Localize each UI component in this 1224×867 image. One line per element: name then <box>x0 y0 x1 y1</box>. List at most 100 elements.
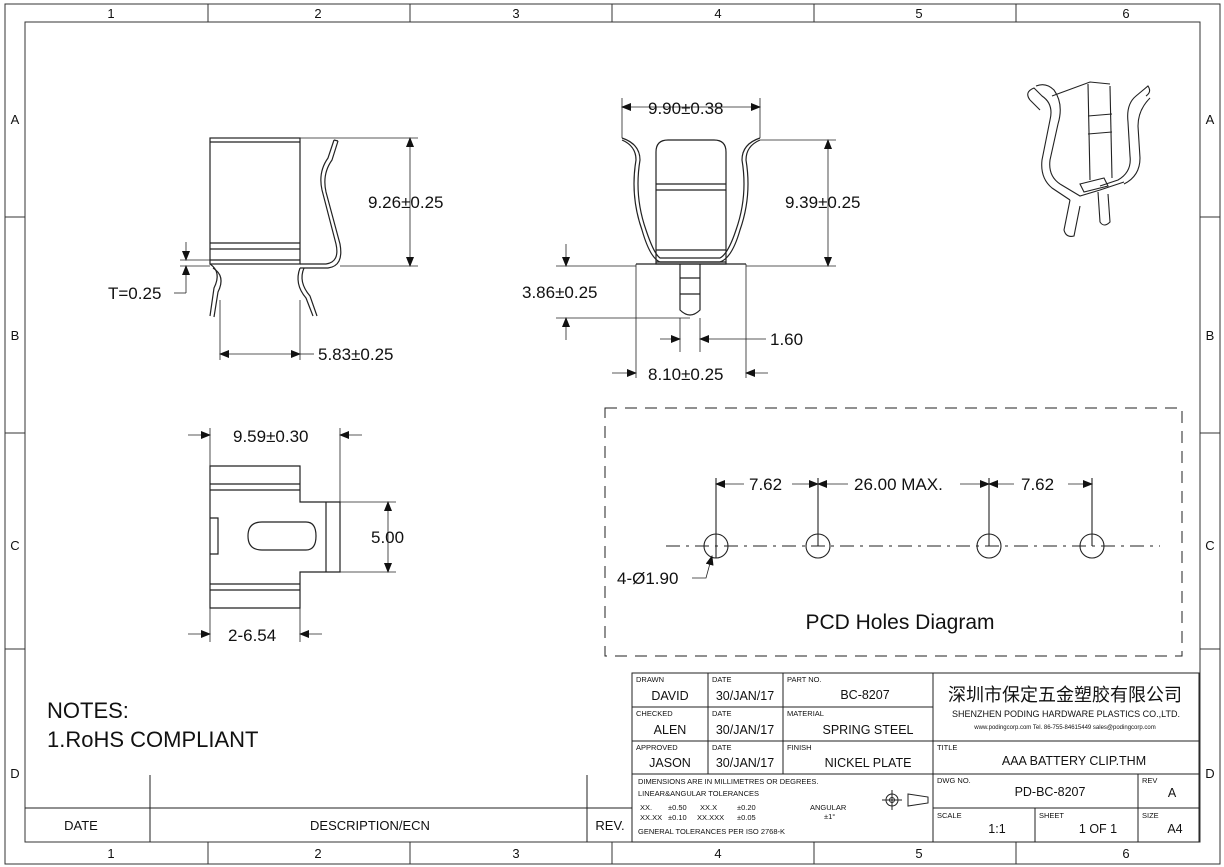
isometric-view <box>1027 81 1151 237</box>
revision-block <box>25 775 632 842</box>
projection-symbol-icon <box>882 790 929 810</box>
zone-row-a-left: A <box>11 112 20 127</box>
approved-value: JASON <box>649 756 691 770</box>
revision-date-header: DATE <box>64 818 98 833</box>
revision-rev-header: REV. <box>595 818 624 833</box>
zone-col-4-bottom: 4 <box>714 846 721 861</box>
zone-col-5-top: 5 <box>915 6 922 21</box>
size-label: SIZE <box>1142 811 1159 820</box>
approved-date-value: 30/JAN/17 <box>716 756 774 770</box>
drawn-value: DAVID <box>651 689 688 703</box>
company-name-en: SHENZHEN PODING HARDWARE PLASTICS CO.,LT… <box>952 709 1180 719</box>
dwg-no-value: PD-BC-8207 <box>1015 785 1086 799</box>
zone-col-1-bottom: 1 <box>107 846 114 861</box>
rev-value: A <box>1168 786 1177 800</box>
side-width-dim: 5.83±0.25 <box>318 345 394 364</box>
pcd-frame <box>604 407 1183 657</box>
dwg-no-label: DWG NO. <box>937 776 971 785</box>
zone-col-6-top: 6 <box>1122 6 1129 21</box>
bottom-width-dim: 9.59±0.30 <box>233 427 309 446</box>
checked-date-value: 30/JAN/17 <box>716 723 774 737</box>
angular-label: ANGULAR <box>810 803 847 812</box>
zone-row-a-right: A <box>1206 112 1215 127</box>
general-tolerances: GENERAL TOLERANCES PER ISO 2768-K <box>638 827 785 836</box>
zone-labels: 1 2 3 4 5 6 1 2 3 4 5 6 A B C D A B C D <box>10 6 1214 861</box>
notes-item-1: 1.RoHS COMPLIANT <box>47 727 259 752</box>
title-block <box>631 672 1200 843</box>
zone-col-5-bottom: 5 <box>915 846 922 861</box>
drawn-date-label: DATE <box>712 675 731 684</box>
finish-value: NICKEL PLATE <box>825 756 912 770</box>
zone-col-1-top: 1 <box>107 6 114 21</box>
side-thickness-dim: T=0.25 <box>108 284 161 303</box>
size-value: A4 <box>1167 822 1182 836</box>
front-pin-length-dim: 3.86±0.25 <box>522 283 598 302</box>
notes-heading: NOTES: <box>47 698 129 723</box>
tol-xx: XX. <box>640 803 652 812</box>
front-top-width-dim: 9.90±0.38 <box>648 99 724 118</box>
scale-label: SCALE <box>937 811 962 820</box>
tol-xxxx-value: ±0.10 <box>668 813 687 822</box>
front-pin-width-dim: 1.60 <box>770 330 803 349</box>
tol-xxx-value: ±0.20 <box>737 803 756 812</box>
zone-col-3-bottom: 3 <box>512 846 519 861</box>
bottom-tab-width-dim: 2-6.54 <box>228 626 276 645</box>
zone-row-d-right: D <box>1205 766 1214 781</box>
dims-note: DIMENSIONS ARE IN MILLIMETRES OR DEGREES… <box>638 777 818 786</box>
side-view: 9.26±0.25 T=0.25 5.83±0.25 <box>108 137 444 364</box>
zone-row-c-left: C <box>10 538 19 553</box>
zone-col-3-top: 3 <box>512 6 519 21</box>
bottom-tab-height-dim: 5.00 <box>371 528 404 547</box>
rev-label: REV <box>1142 776 1157 785</box>
tol-xxxxx-value: ±0.05 <box>737 813 756 822</box>
revision-description-header: DESCRIPTION/ECN <box>310 818 430 833</box>
pcd-span-dim: 26.00 MAX. <box>854 475 943 494</box>
zone-col-4-top: 4 <box>714 6 721 21</box>
company-name-cn: 深圳市保定五金塑胶有限公司 <box>948 685 1182 705</box>
approved-label: APPROVED <box>636 743 678 752</box>
part-no-label: PART NO. <box>787 675 822 684</box>
zone-col-2-bottom: 2 <box>314 846 321 861</box>
zone-row-d-left: D <box>10 766 19 781</box>
zone-col-2-top: 2 <box>314 6 321 21</box>
zone-row-b-left: B <box>11 328 20 343</box>
sheet-label: SHEET <box>1039 811 1064 820</box>
tol-xxxxx: XX.XXX <box>697 813 724 822</box>
drawn-label: DRAWN <box>636 675 664 684</box>
drawn-date-value: 30/JAN/17 <box>716 689 774 703</box>
pcd-diagram: 7.62 26.00 MAX. 7.62 4-Ø1.90 PCD Holes D… <box>604 407 1183 657</box>
front-height-dim: 9.39±0.25 <box>785 193 861 212</box>
pcd-pitch-right-dim: 7.62 <box>1021 475 1054 494</box>
pcd-pitch-left-dim: 7.62 <box>749 475 782 494</box>
tol-xx-value: ±0.50 <box>668 803 687 812</box>
front-view: 9.90±0.38 9.39±0.25 3.86±0.25 1.60 8.10±… <box>522 98 861 384</box>
sheet-value: 1 OF 1 <box>1079 822 1117 836</box>
checked-label: CHECKED <box>636 709 673 718</box>
pcd-title: PCD Holes Diagram <box>805 611 994 634</box>
side-height-dim: 9.26±0.25 <box>368 193 444 212</box>
material-value: SPRING STEEL <box>823 723 914 737</box>
pcd-holes-callout: 4-Ø1.90 <box>617 569 678 588</box>
title-value: AAA BATTERY CLIP.THM <box>1002 754 1146 768</box>
tolerances-label: LINEAR&ANGULAR TOLERANCES <box>638 789 759 798</box>
zone-col-6-bottom: 6 <box>1122 846 1129 861</box>
bottom-view: 9.59±0.30 5.00 2-6.54 <box>188 427 404 645</box>
zone-row-c-right: C <box>1205 538 1214 553</box>
finish-label: FINISH <box>787 743 812 752</box>
angular-value: ±1° <box>824 812 835 821</box>
tol-xxx: XX.X <box>700 803 717 812</box>
title-block-text: DRAWN DAVID CHECKED ALEN APPROVED JASON … <box>636 675 1183 836</box>
company-contact: www.podingcorp.com Tel. 86-755-84615449 … <box>973 725 1155 731</box>
sheet-border <box>4 3 1221 865</box>
approved-date-label: DATE <box>712 743 731 752</box>
front-bottom-width-dim: 8.10±0.25 <box>648 365 724 384</box>
title-label: TITLE <box>937 743 957 752</box>
part-no-value: BC-8207 <box>840 688 889 702</box>
zone-row-b-right: B <box>1206 328 1215 343</box>
tol-xxxx: XX.XX <box>640 813 662 822</box>
checked-value: ALEN <box>654 723 687 737</box>
scale-value: 1:1 <box>988 822 1005 836</box>
material-label: MATERIAL <box>787 709 824 718</box>
checked-date-label: DATE <box>712 709 731 718</box>
